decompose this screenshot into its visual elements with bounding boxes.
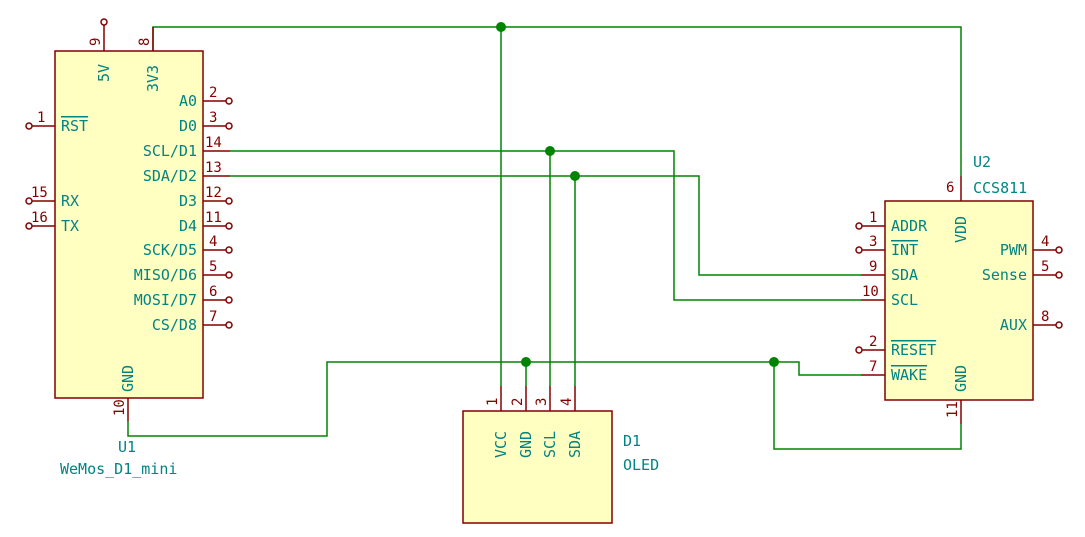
pin-number: 10 bbox=[862, 284, 879, 300]
pin-name: VDD bbox=[952, 216, 970, 243]
d1-pin-names: VCC GND SCL SDA bbox=[492, 431, 584, 458]
pin-number: 3 bbox=[534, 398, 550, 406]
pin-name: SCL/D1 bbox=[143, 142, 197, 160]
pin-name: SDA bbox=[566, 431, 584, 458]
pin-number: 3 bbox=[209, 110, 217, 126]
d1-body[interactable] bbox=[462, 410, 613, 524]
pin-number: 1 bbox=[485, 398, 501, 406]
d1-value: OLED bbox=[623, 456, 659, 474]
pin-name: SDA/D2 bbox=[143, 167, 197, 185]
wire-gnd[interactable] bbox=[127, 361, 861, 437]
pin-name: RX bbox=[61, 192, 79, 210]
u2-pin-numbers: 6 1 3 9 10 2 7 4 5 8 11 bbox=[862, 180, 1049, 418]
wire-gnd-u2[interactable] bbox=[773, 362, 962, 450]
pin-number: 9 bbox=[869, 259, 877, 275]
u2-reference: U2 bbox=[973, 153, 991, 171]
pin-number: 8 bbox=[137, 38, 153, 46]
u1-pin-lines bbox=[25, 18, 233, 421]
pin-name: SCL bbox=[541, 431, 559, 458]
pin-name: SDA bbox=[891, 266, 918, 284]
u2-value: CCS811 bbox=[973, 179, 1027, 197]
pin-number: 11 bbox=[945, 401, 961, 418]
pin-number: 12 bbox=[205, 185, 222, 201]
pin-number: 1 bbox=[37, 110, 45, 126]
d1-reference: D1 bbox=[623, 432, 641, 450]
pin-number: 5 bbox=[1041, 259, 1049, 275]
pin-name: TX bbox=[61, 217, 79, 235]
pin-number: 2 bbox=[209, 85, 217, 101]
junction-dot bbox=[496, 22, 506, 32]
pin-number: 7 bbox=[209, 309, 217, 325]
pin-name: Sense bbox=[982, 266, 1027, 284]
junctions bbox=[496, 22, 779, 367]
component-u2[interactable]: 6 1 3 9 10 2 7 4 5 8 11 VDD ADDR INT SDA… bbox=[855, 153, 1063, 424]
pin-name: MOSI/D7 bbox=[134, 291, 197, 309]
pin-number: 3 bbox=[869, 234, 877, 250]
pin-number: 6 bbox=[946, 180, 954, 196]
junction-dot bbox=[545, 146, 555, 156]
pin-number: 4 bbox=[559, 398, 575, 406]
junction-dot bbox=[570, 171, 580, 181]
d1-pin-lines bbox=[500, 386, 576, 411]
pin-name: SCK/D5 bbox=[143, 241, 197, 259]
pin-name: GND bbox=[952, 365, 970, 392]
pin-name: ADDR bbox=[891, 217, 928, 235]
pin-name-overbar: WAKE bbox=[891, 366, 927, 384]
u2-pin-lines bbox=[855, 176, 1063, 424]
pin-number: 10 bbox=[112, 399, 128, 416]
u2-body[interactable] bbox=[884, 200, 1034, 401]
pin-name: D0 bbox=[179, 117, 197, 135]
pin-number: 1 bbox=[869, 210, 877, 226]
pin-number: 6 bbox=[209, 284, 217, 300]
pin-name: AUX bbox=[1000, 316, 1027, 334]
pin-number: 2 bbox=[510, 398, 526, 406]
u1-pin-numbers: 9 8 1 15 16 2 3 14 13 12 11 4 5 6 7 10 bbox=[31, 38, 222, 416]
pin-name: 3V3 bbox=[144, 65, 162, 92]
pin-number: 14 bbox=[205, 135, 222, 151]
component-d1[interactable]: 1 2 3 4 VCC GND SCL SDA D1 OLED bbox=[462, 386, 659, 524]
pin-name: 5V bbox=[95, 64, 113, 82]
pin-number: 16 bbox=[31, 210, 48, 226]
pin-name: D4 bbox=[179, 217, 197, 235]
u1-body[interactable] bbox=[54, 50, 204, 399]
component-u1[interactable]: 9 8 1 15 16 2 3 14 13 12 11 4 5 6 7 10 5… bbox=[25, 18, 233, 478]
pin-number: 2 bbox=[869, 334, 877, 350]
pin-name: D3 bbox=[179, 192, 197, 210]
u1-value: WeMos_D1_mini bbox=[60, 460, 177, 478]
pin-name-overbar: RST bbox=[61, 117, 88, 135]
pin-number: 13 bbox=[205, 160, 222, 176]
u1-reference: U1 bbox=[118, 438, 136, 456]
pin-number: 5 bbox=[209, 259, 217, 275]
pin-number: 4 bbox=[1041, 234, 1049, 250]
d1-pin-numbers: 1 2 3 4 bbox=[485, 398, 575, 406]
pin-name: A0 bbox=[179, 92, 197, 110]
pin-name: GND bbox=[517, 431, 535, 458]
pin-name-overbar: RESET bbox=[891, 341, 936, 359]
wire-scl[interactable] bbox=[230, 150, 861, 301]
pin-name: SCL bbox=[891, 291, 918, 309]
pin-name: MISO/D6 bbox=[134, 266, 197, 284]
pin-name-overbar: INT bbox=[891, 241, 918, 259]
pin-name: VCC bbox=[492, 431, 510, 458]
pin-name: GND bbox=[119, 365, 137, 392]
pin-number: 15 bbox=[31, 185, 48, 201]
junction-dot bbox=[521, 357, 531, 367]
u1-pin-names: 5V 3V3 RST RX TX A0 D0 SCL/D1 SDA/D2 D3 … bbox=[61, 64, 197, 392]
pin-number: 11 bbox=[205, 210, 222, 226]
junction-dot bbox=[769, 357, 779, 367]
pin-number: 4 bbox=[209, 234, 217, 250]
pin-name: PWM bbox=[1000, 241, 1027, 259]
pin-name: CS/D8 bbox=[152, 316, 197, 334]
u2-pin-names: VDD ADDR INT SDA SCL RESET WAKE PWM Sens… bbox=[891, 216, 1027, 392]
pin-number: 8 bbox=[1041, 309, 1049, 325]
pin-number: 7 bbox=[869, 359, 877, 375]
pin-number: 9 bbox=[88, 38, 104, 46]
wire-sda[interactable] bbox=[230, 175, 861, 276]
